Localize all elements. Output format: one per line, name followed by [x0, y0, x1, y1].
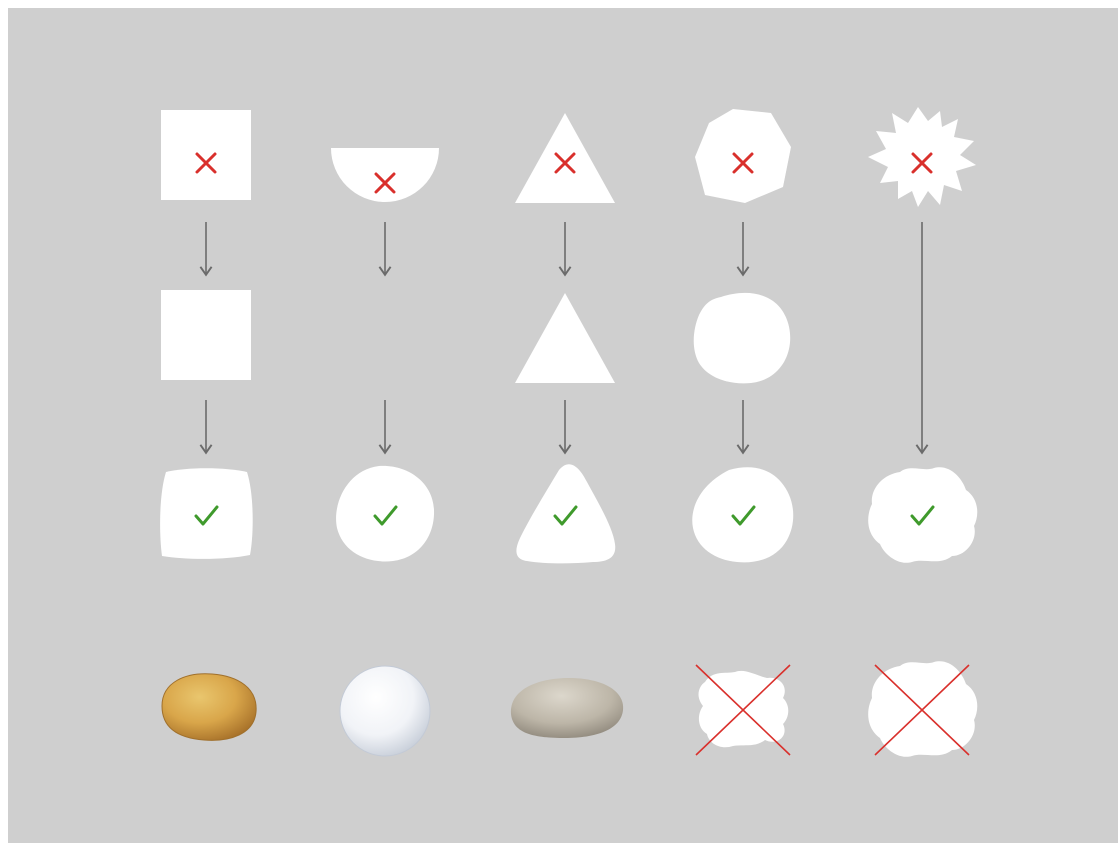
- top-spiky-star-shape: [868, 107, 976, 207]
- middle-square-shape: [161, 290, 251, 380]
- pebble-image: [511, 678, 623, 738]
- diagram-canvas: [8, 8, 1118, 843]
- top-square-shape: [161, 110, 251, 200]
- bottom-rounded-triangle-blob: [516, 464, 615, 563]
- snowball-image: [340, 666, 430, 756]
- diagram-layer: [160, 107, 977, 757]
- potato-image: [162, 674, 256, 741]
- bottom-rounded-square-blob: [160, 468, 253, 559]
- top-irregular-polygon-shape: [695, 109, 791, 203]
- middle-triangle-shape: [515, 293, 615, 383]
- bottom-polygon-blob: [692, 467, 793, 562]
- top-triangle-shape: [515, 113, 615, 203]
- bottom-wavy-blob: [868, 467, 977, 562]
- top-semicircle-shape: [331, 148, 439, 202]
- shape-evolution-diagram: [8, 8, 1118, 843]
- bottom-round-blob: [336, 466, 434, 562]
- middle-rounded-polygon-shape: [694, 293, 790, 383]
